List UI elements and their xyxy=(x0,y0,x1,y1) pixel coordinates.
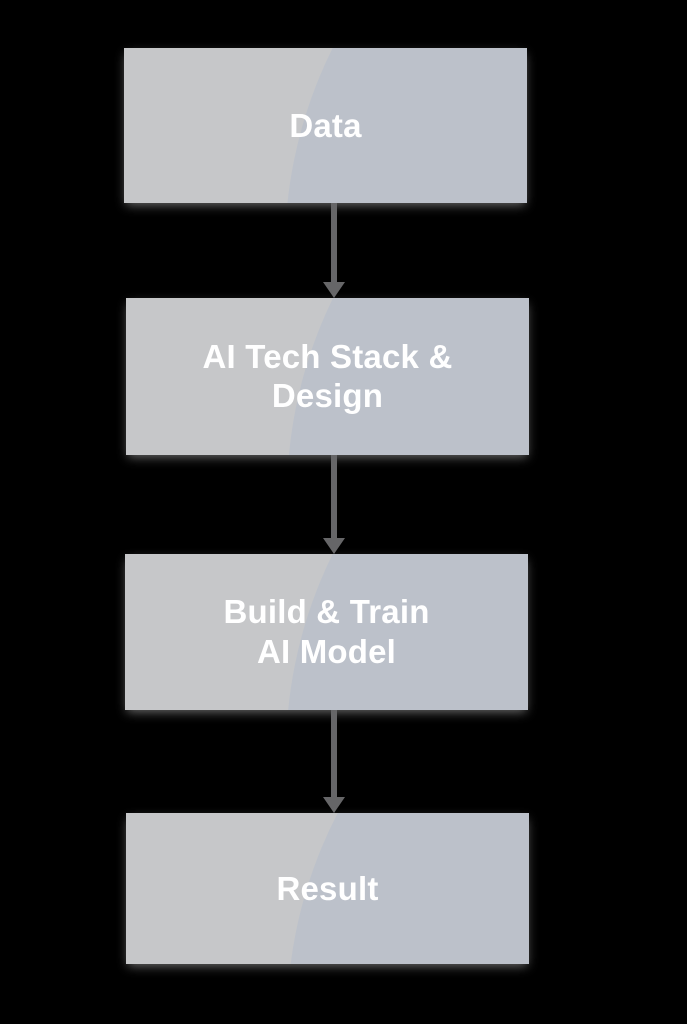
process-node-data[interactable]: Data xyxy=(124,48,527,203)
process-node-label: Data xyxy=(289,106,362,144)
process-node-result[interactable]: Result xyxy=(126,813,529,964)
arrow-head-icon xyxy=(323,282,345,298)
connector-arrow-data-to-ai-tech-stack xyxy=(319,203,349,298)
connector-arrow-ai-tech-stack-to-build-train xyxy=(319,455,349,554)
process-node-label: AI Tech Stack & Design xyxy=(202,337,453,415)
process-node-label: Result xyxy=(276,869,379,907)
process-node-label: Build & Train AI Model xyxy=(223,593,430,670)
arrow-head-icon xyxy=(323,797,345,813)
arrow-shaft xyxy=(331,710,337,798)
arrow-shaft xyxy=(331,455,337,539)
process-node-build-train-ai-model[interactable]: Build & Train AI Model xyxy=(125,554,528,710)
process-node-ai-tech-stack-design[interactable]: AI Tech Stack & Design xyxy=(126,298,529,455)
arrow-head-icon xyxy=(323,538,345,554)
arrow-shaft xyxy=(331,203,337,283)
connector-arrow-build-train-to-result xyxy=(319,710,349,813)
